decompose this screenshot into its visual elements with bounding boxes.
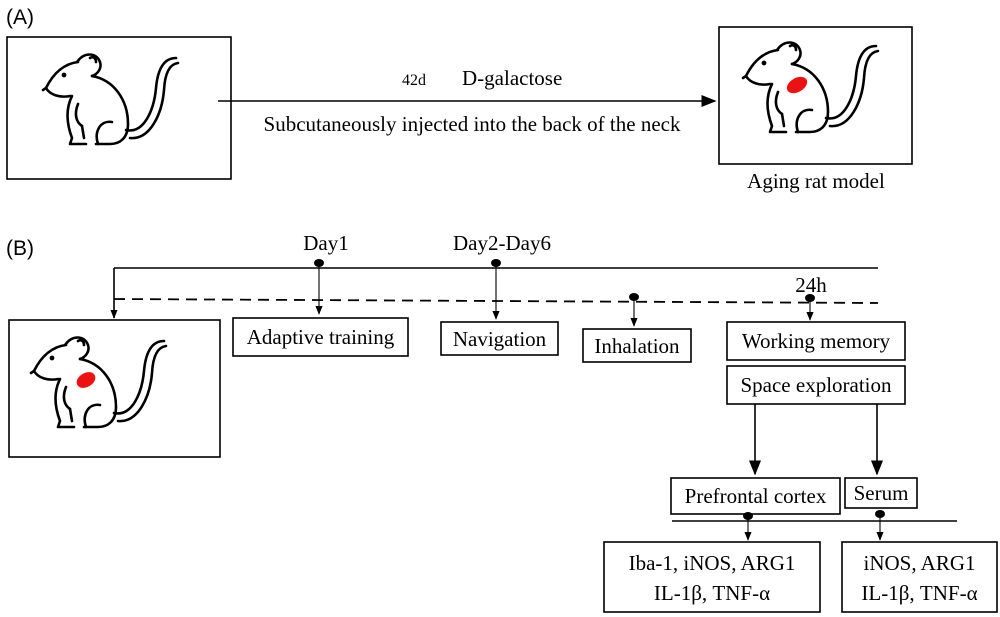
inhalation-label: Inhalation (594, 334, 680, 358)
navigation-box: Navigation (440, 321, 559, 356)
route-label: Subcutaneously injected into the back of… (264, 112, 681, 136)
h24-pin (805, 294, 815, 302)
serum-box: Serum (844, 477, 918, 509)
serum-markers-box: iNOS, ARG1 IL-1β, TNF-α (841, 541, 998, 613)
rat-box-left (6, 36, 232, 180)
adaptive-training-box: Adaptive training (232, 317, 409, 357)
panel-b-label: (B) (6, 237, 34, 260)
prefrontal-pin (743, 512, 753, 520)
day2-6-label: Day2-Day6 (453, 231, 551, 255)
day2-6-pin (491, 259, 501, 267)
duration-label: 42d (402, 72, 426, 89)
prefrontal-markers-line2: IL-1β, TNF-α (654, 581, 770, 605)
day1-pin (314, 259, 324, 267)
space-exploration-box: Space exploration (726, 365, 906, 405)
inhalation-box: Inhalation (582, 328, 692, 363)
working-memory-box: Working memory (726, 321, 906, 361)
injection-mark-b (76, 372, 96, 388)
agent-label: D-galactose (462, 66, 562, 90)
serum-markers-line1: iNOS, ARG1 (863, 551, 975, 575)
day1-label: Day1 (303, 231, 349, 255)
adaptive-training-label: Adaptive training (247, 325, 395, 349)
working-memory-label: Working memory (742, 329, 891, 353)
rat-box-right (718, 26, 913, 165)
prefrontal-markers-line1: Iba-1, iNOS, ARG1 (629, 551, 796, 575)
injection-mark (786, 76, 808, 94)
serum-pin (875, 510, 885, 518)
serum-label: Serum (854, 481, 909, 505)
prefrontal-box: Prefrontal cortex (670, 477, 841, 515)
serum-markers-line2: IL-1β, TNF-α (861, 581, 977, 605)
panel-a-label: (A) (6, 6, 34, 29)
model-caption: Aging rat model (747, 169, 885, 193)
navigation-label: Navigation (453, 327, 547, 351)
h24-label: 24h (795, 273, 827, 297)
prefrontal-markers-box: Iba-1, iNOS, ARG1 IL-1β, TNF-α (603, 541, 821, 613)
rat-box-b (8, 319, 221, 458)
inhalation-pin (629, 293, 639, 301)
space-exploration-label: Space exploration (740, 373, 892, 397)
prefrontal-label: Prefrontal cortex (685, 484, 827, 508)
